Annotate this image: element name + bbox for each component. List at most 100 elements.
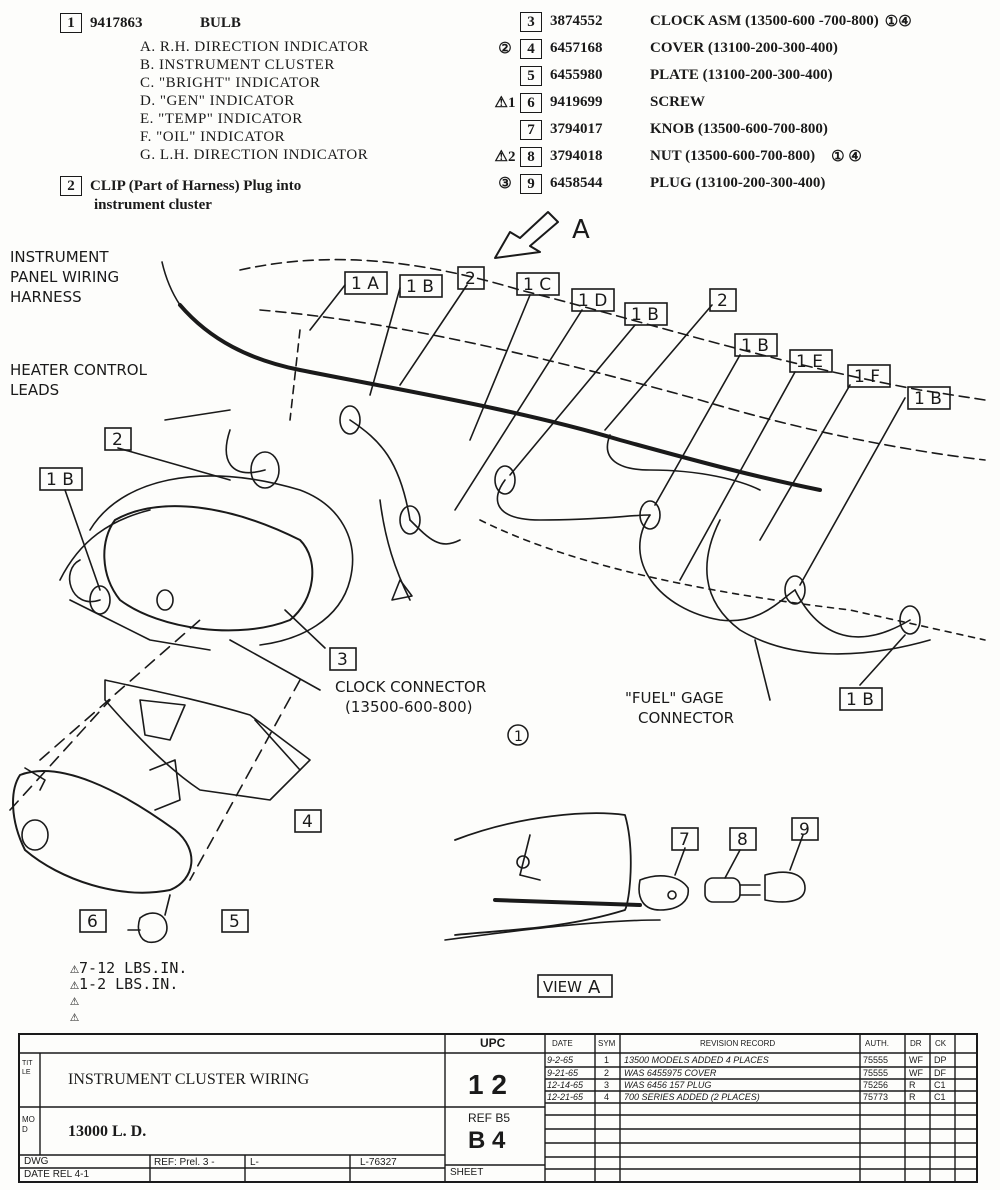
upc-header: UPC: [480, 1036, 506, 1050]
callout-label: 2: [465, 269, 476, 289]
callout-label: 1 B: [846, 690, 874, 710]
dwg-ref: L-76327: [360, 1157, 397, 1168]
nut-icon: [704, 877, 741, 903]
revision-mark: ⚠1: [494, 95, 516, 111]
ref-number: B 4: [468, 1127, 506, 1154]
sub-item: B. INSTRUMENT CLUSTER: [140, 57, 335, 73]
part-description: NUT (13500-600-700-800): [650, 148, 816, 164]
title-side-label: TITLE: [22, 1060, 33, 1076]
rev-ck: C1: [934, 1092, 946, 1102]
dwg-ref: L-: [250, 1157, 259, 1168]
part-row: ⚠2 8 3794018 NUT (13500-600-700-800) ① ④: [490, 143, 1000, 170]
clock-connector-label: CLOCK CONNECTOR: [335, 678, 486, 696]
clip-description-2: instrument cluster: [94, 197, 212, 213]
knob-icon: [638, 875, 689, 911]
part-number: 9417863: [90, 14, 143, 31]
bulb-sublist: A. R.H. DIRECTION INDICATOR B. INSTRUMEN…: [140, 38, 460, 164]
rev-sym: 1: [604, 1055, 610, 1065]
part-number-box: 5: [520, 65, 542, 86]
revision-mark: ⚠2: [494, 149, 516, 165]
part-1-row: 1 9417863 BULB: [60, 12, 460, 34]
clock-face: [454, 812, 632, 936]
instrument-cluster: [103, 505, 314, 632]
model-side-label: MOD: [22, 1115, 35, 1134]
rev-auth: 75773: [863, 1092, 889, 1102]
rev-dr: R: [909, 1080, 916, 1090]
dwg-ref: REF: Prel. 3 -: [154, 1157, 215, 1168]
heater-label: LEADS: [10, 381, 59, 399]
callout-label: 2: [112, 430, 123, 450]
part-notes: ① ④: [831, 149, 862, 165]
callout-label: 1 B: [406, 277, 434, 297]
part-name: BULB: [200, 14, 241, 31]
rev-date: 9-2-65: [547, 1055, 574, 1065]
harness-label: PANEL WIRING: [10, 268, 119, 286]
revision-mark: ③: [498, 176, 512, 192]
callout-label: 1 C: [523, 275, 551, 295]
part-description: PLUG (13100-200-300-400): [650, 175, 826, 191]
rev-sym: 3: [604, 1080, 610, 1090]
revision-flag-icon: ⚠: [70, 991, 80, 1009]
clip-description: CLIP (Part of Harness) Plug into: [90, 178, 302, 194]
model-number: 13000 L. D.: [68, 1123, 147, 1140]
part-number-box: 4: [520, 38, 542, 59]
cluster-cover: [12, 770, 193, 894]
ref-label: REF B5: [468, 1111, 511, 1125]
view-a-label: VIEW: [543, 978, 582, 996]
part-number: 6457168: [550, 40, 603, 56]
drawing-title: INSTRUMENT CLUSTER WIRING: [68, 1071, 310, 1088]
wiring-diagram: 1 A 1 B 2 1 C 1 D 1 B 2 1 B 1 E 1 F 1 B …: [9, 211, 986, 998]
upc-number: 1 2: [468, 1069, 507, 1100]
rev-sym: 4: [604, 1092, 610, 1102]
part-description: PLATE (13100-200-300-400): [650, 67, 833, 83]
part-row: 5 6455980 PLATE (13100-200-300-400): [490, 62, 1000, 89]
callout-label: 2: [717, 291, 728, 311]
part-number: 9419699: [550, 94, 603, 110]
plate: [104, 679, 311, 801]
callout-label: 1 D: [578, 291, 607, 311]
harness-label: HARNESS: [10, 288, 82, 306]
bulb-socket-icon: [89, 405, 921, 635]
callout-label: 1 E: [796, 352, 823, 372]
callout-label: 1 B: [914, 389, 942, 409]
part-number: 6458544: [550, 175, 603, 191]
title-block: UPC TITLE INSTRUMENT CLUSTER WIRING MOD …: [18, 1033, 978, 1183]
rev-header: DR: [910, 1039, 922, 1048]
part-description: SCREW: [650, 94, 706, 110]
clock-connector-label: (13500-600-800): [345, 698, 473, 716]
part-number-box: 3: [520, 11, 542, 32]
callout-label: 1 F: [854, 367, 880, 387]
rev-dr: R: [909, 1092, 916, 1102]
dwg-label: DWG: [24, 1156, 49, 1167]
rev-date: 9-21-65: [547, 1068, 579, 1078]
rev-ck: C1: [934, 1080, 946, 1090]
torque-note: ⚠1-2 LBS.IN.: [70, 975, 179, 993]
sub-item: E. "TEMP" INDICATOR: [140, 111, 303, 127]
callout-label: 3: [337, 650, 348, 670]
callout-label: 8: [737, 830, 748, 850]
callout-label: 1 B: [631, 305, 659, 325]
part-row: ③ 9 6458544 PLUG (13100-200-300-400): [490, 170, 1000, 197]
rev-record: WAS 6456 157 PLUG: [624, 1080, 712, 1090]
part-number-box: 9: [520, 173, 542, 194]
rev-auth: 75555: [863, 1068, 889, 1078]
callout-label: 1 A: [351, 274, 379, 294]
callout-label: 6: [87, 912, 98, 932]
clock-note-mark: 1: [514, 729, 523, 745]
callout-label: 1 B: [741, 336, 769, 356]
rev-record: WAS 6455975 COVER: [624, 1068, 717, 1078]
rev-header: CK: [935, 1039, 947, 1048]
part-description: KNOB (13500-600-700-800): [650, 121, 828, 137]
date-release: DATE REL 4-1: [24, 1169, 90, 1180]
rev-date: 12-14-65: [547, 1080, 584, 1090]
part-number-box: 7: [520, 119, 542, 140]
view-arrow-icon: [494, 211, 559, 259]
part-row: ② 4 6457168 COVER (13100-200-300-400): [490, 35, 1000, 62]
callout-label: 5: [229, 912, 240, 932]
sub-item: C. "BRIGHT" INDICATOR: [140, 75, 321, 91]
plug-icon: [764, 871, 806, 903]
rev-date: 12-21-65: [547, 1092, 584, 1102]
heater-label: HEATER CONTROL: [10, 361, 148, 379]
rev-record: 13500 MODELS ADDED 4 PLACES: [624, 1055, 769, 1065]
torque-note: ⚠7-12 LBS.IN.: [70, 959, 188, 977]
